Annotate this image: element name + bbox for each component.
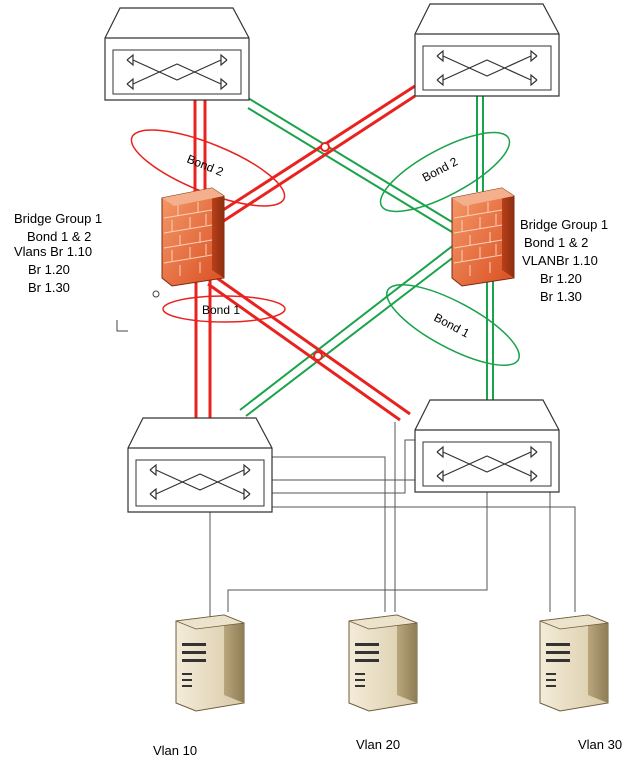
- server-label-vlan20: Vlan 20: [356, 737, 401, 752]
- left-firewall-config: Bridge Group 1 Bond 1 & 2 Vlans Br 1.10 …: [14, 210, 102, 297]
- red-link-tr-lfw-a: [219, 84, 416, 214]
- label-right-bond2: Bond 2: [420, 154, 460, 184]
- right-br30: Br 1.30: [540, 289, 582, 304]
- server-label-vlan10: Vlan 10: [153, 743, 198, 758]
- green-link-rfw-bl-a: [239, 243, 456, 411]
- red-link-lfw-br-a: [207, 282, 401, 422]
- stray-corner-mark: [116, 320, 128, 332]
- green-link-tl-rfw-a: [247, 97, 453, 223]
- crossing-hops: [313, 142, 330, 361]
- bond-ellipses: [130, 129, 520, 366]
- cable-left-switch-h1: [272, 456, 386, 612]
- right-br20: Br 1.20: [540, 271, 582, 286]
- green-link-rfw-bl-b: [245, 255, 456, 417]
- red-links: [193, 84, 416, 422]
- cable-left-switch-h3: [272, 439, 415, 494]
- left-bridge-group: Bridge Group 1: [14, 211, 103, 226]
- left-bonds: Bond 1 & 2: [27, 229, 92, 244]
- hop-top: [320, 142, 330, 152]
- green-links: [239, 96, 494, 417]
- server-icon: [348, 614, 418, 712]
- firewall-icon: [161, 187, 225, 287]
- server-label-vlan30: Vlan 30: [578, 737, 623, 752]
- red-link-lfw-br-b: [213, 274, 411, 416]
- ellipse-left-bond1: [162, 295, 286, 323]
- label-left-bond1: Bond 1: [202, 303, 240, 317]
- ellipse-right-bond1: [386, 284, 520, 366]
- switch-icon: [414, 399, 560, 493]
- switch-icon: [127, 417, 273, 513]
- right-vlans: VLANBr 1.10: [522, 253, 598, 268]
- red-link-tr-lfw-b: [221, 94, 416, 224]
- ellipse-right-bond2: [379, 131, 511, 213]
- right-firewall-config: Bridge Group 1 Bond 1 & 2 VLANBr 1.10 Br…: [520, 216, 608, 306]
- server-icon: [539, 614, 609, 712]
- left-br30: Br 1.30: [28, 280, 70, 295]
- left-vlans: Vlans Br 1.10: [14, 244, 93, 259]
- cable-left-switch-h4: [272, 506, 576, 612]
- server-icon: [175, 614, 245, 712]
- switch-icon: [104, 7, 250, 101]
- hop-bottom: [313, 351, 323, 361]
- left-br20: Br 1.20: [28, 262, 70, 277]
- right-bonds: Bond 1 & 2: [524, 235, 589, 250]
- green-link-tl-rfw-b: [247, 107, 453, 233]
- server-cables: [209, 422, 576, 652]
- stray-dot: [152, 290, 160, 298]
- right-bridge-group: Bridge Group 1: [520, 217, 609, 232]
- cable-right-switch-vlan10: [227, 490, 488, 612]
- firewall-icon: [451, 187, 515, 287]
- switch-icon: [414, 3, 560, 97]
- label-right-bond1: Bond 1: [432, 310, 472, 340]
